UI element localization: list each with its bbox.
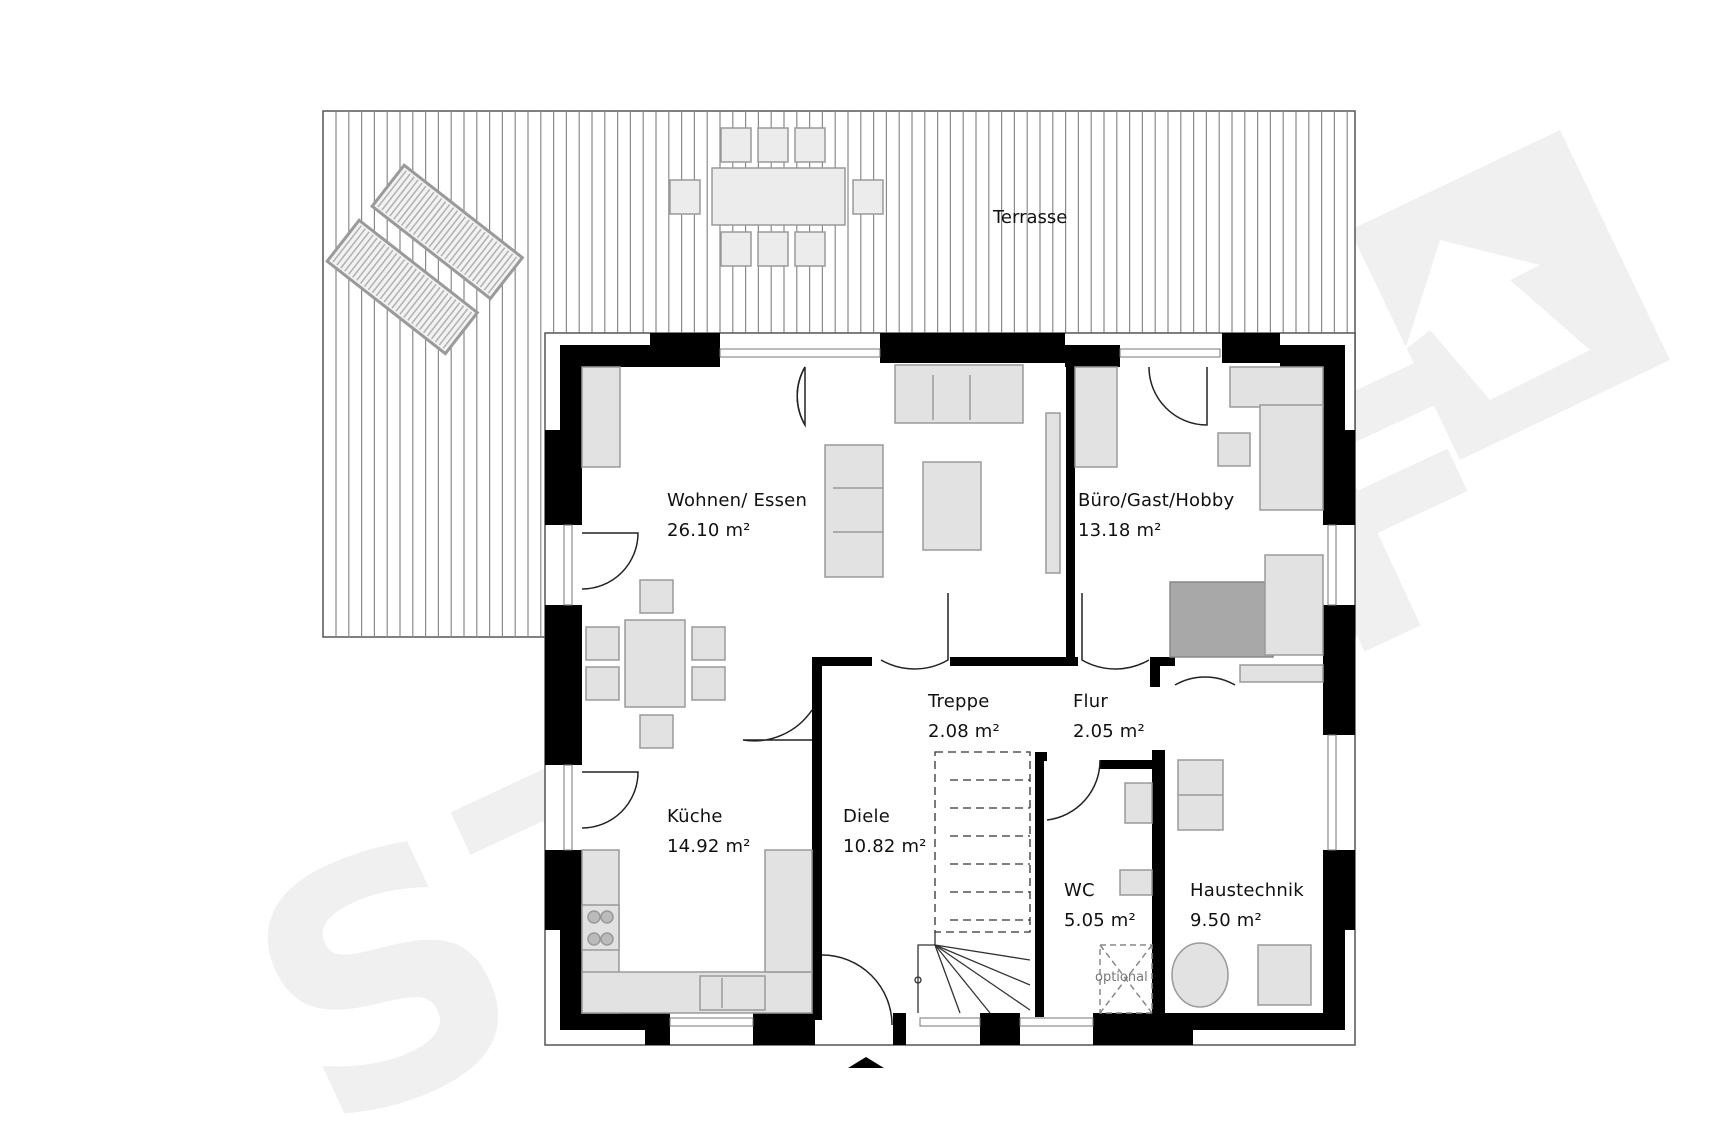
terrace-label: Terrasse [993,207,1068,228]
sideboard [581,366,621,468]
room-label-kueche: Küche 14.92 m² [667,802,751,862]
room-label-buero: Büro/Gast/Hobby 13.18 m² [1078,486,1234,546]
room-area: 26.10 m² [667,520,751,541]
room-area: 9.50 m² [1190,910,1262,931]
living-furniture [581,364,1061,749]
room-name: Diele [843,806,891,827]
terrace-dining-table-icon [669,127,884,267]
wc-fixtures [1099,782,1153,1014]
room-area: 13.18 m² [1078,520,1162,541]
staircase-icon [914,751,1031,1014]
room-area: 10.82 m² [843,836,927,857]
shower-optional [1099,944,1153,1014]
room-name: Treppe [928,691,990,712]
sofa-icon [824,444,884,578]
room-label-diele: Diele 10.82 m² [843,802,927,862]
washbasin-icon [1124,782,1153,824]
tv-board [1045,412,1061,574]
heating-unit-icon [1257,944,1312,1006]
office-furniture [1074,366,1324,683]
entrance-arrow-icon [848,1057,884,1068]
room-name: WC [1064,880,1095,901]
armchair-icon [1264,554,1324,656]
exterior-walls [545,333,1355,1045]
utility-fixtures [1171,759,1312,1008]
room-label-wc: WC 5.05 m² [1064,876,1136,936]
kitchen-sink-icon [699,975,766,1011]
room-name: Flur [1073,691,1108,712]
desk-icon [1229,366,1324,408]
sofa-icon [894,364,1024,424]
coffee-table-icon [922,461,982,551]
wardrobe [1074,366,1118,468]
room-name: Haustechnik [1190,880,1304,901]
room-name: Wohnen/ Essen [667,490,808,511]
interior-walls [812,360,1175,1020]
room-area: 5.05 m² [1064,910,1136,931]
room-name: Büro/Gast/Hobby [1078,490,1235,511]
toilet-icon [1119,869,1153,896]
bed-icon [1169,581,1274,658]
cooktop-icon [581,904,620,951]
room-area: 2.08 m² [928,721,1000,742]
office-chair-icon [1217,432,1251,467]
door-swings [581,366,1236,1026]
sun-lounger-icon [370,163,525,301]
desk-icon [1259,404,1324,511]
shower-optional-label: optional [1095,970,1148,985]
room-area: 14.92 m² [667,836,751,857]
kitchen-furniture [581,849,813,1014]
room-label-wohnen: Wohnen/ Essen 26.10 m² [667,486,807,546]
room-label-treppe: Treppe 2.08 m² [928,687,1000,747]
room-area: 2.05 m² [1073,721,1145,742]
room-label-flur: Flur 2.05 m² [1073,687,1145,747]
sun-lounger-icon [325,218,480,356]
dining-table-icon [624,619,686,708]
shelf [1239,664,1324,683]
windows [563,348,1337,1027]
water-tank-icon [1171,942,1229,1008]
room-label-haustechnik: Haustechnik 9.50 m² [1190,876,1304,936]
room-name: Küche [667,806,723,827]
